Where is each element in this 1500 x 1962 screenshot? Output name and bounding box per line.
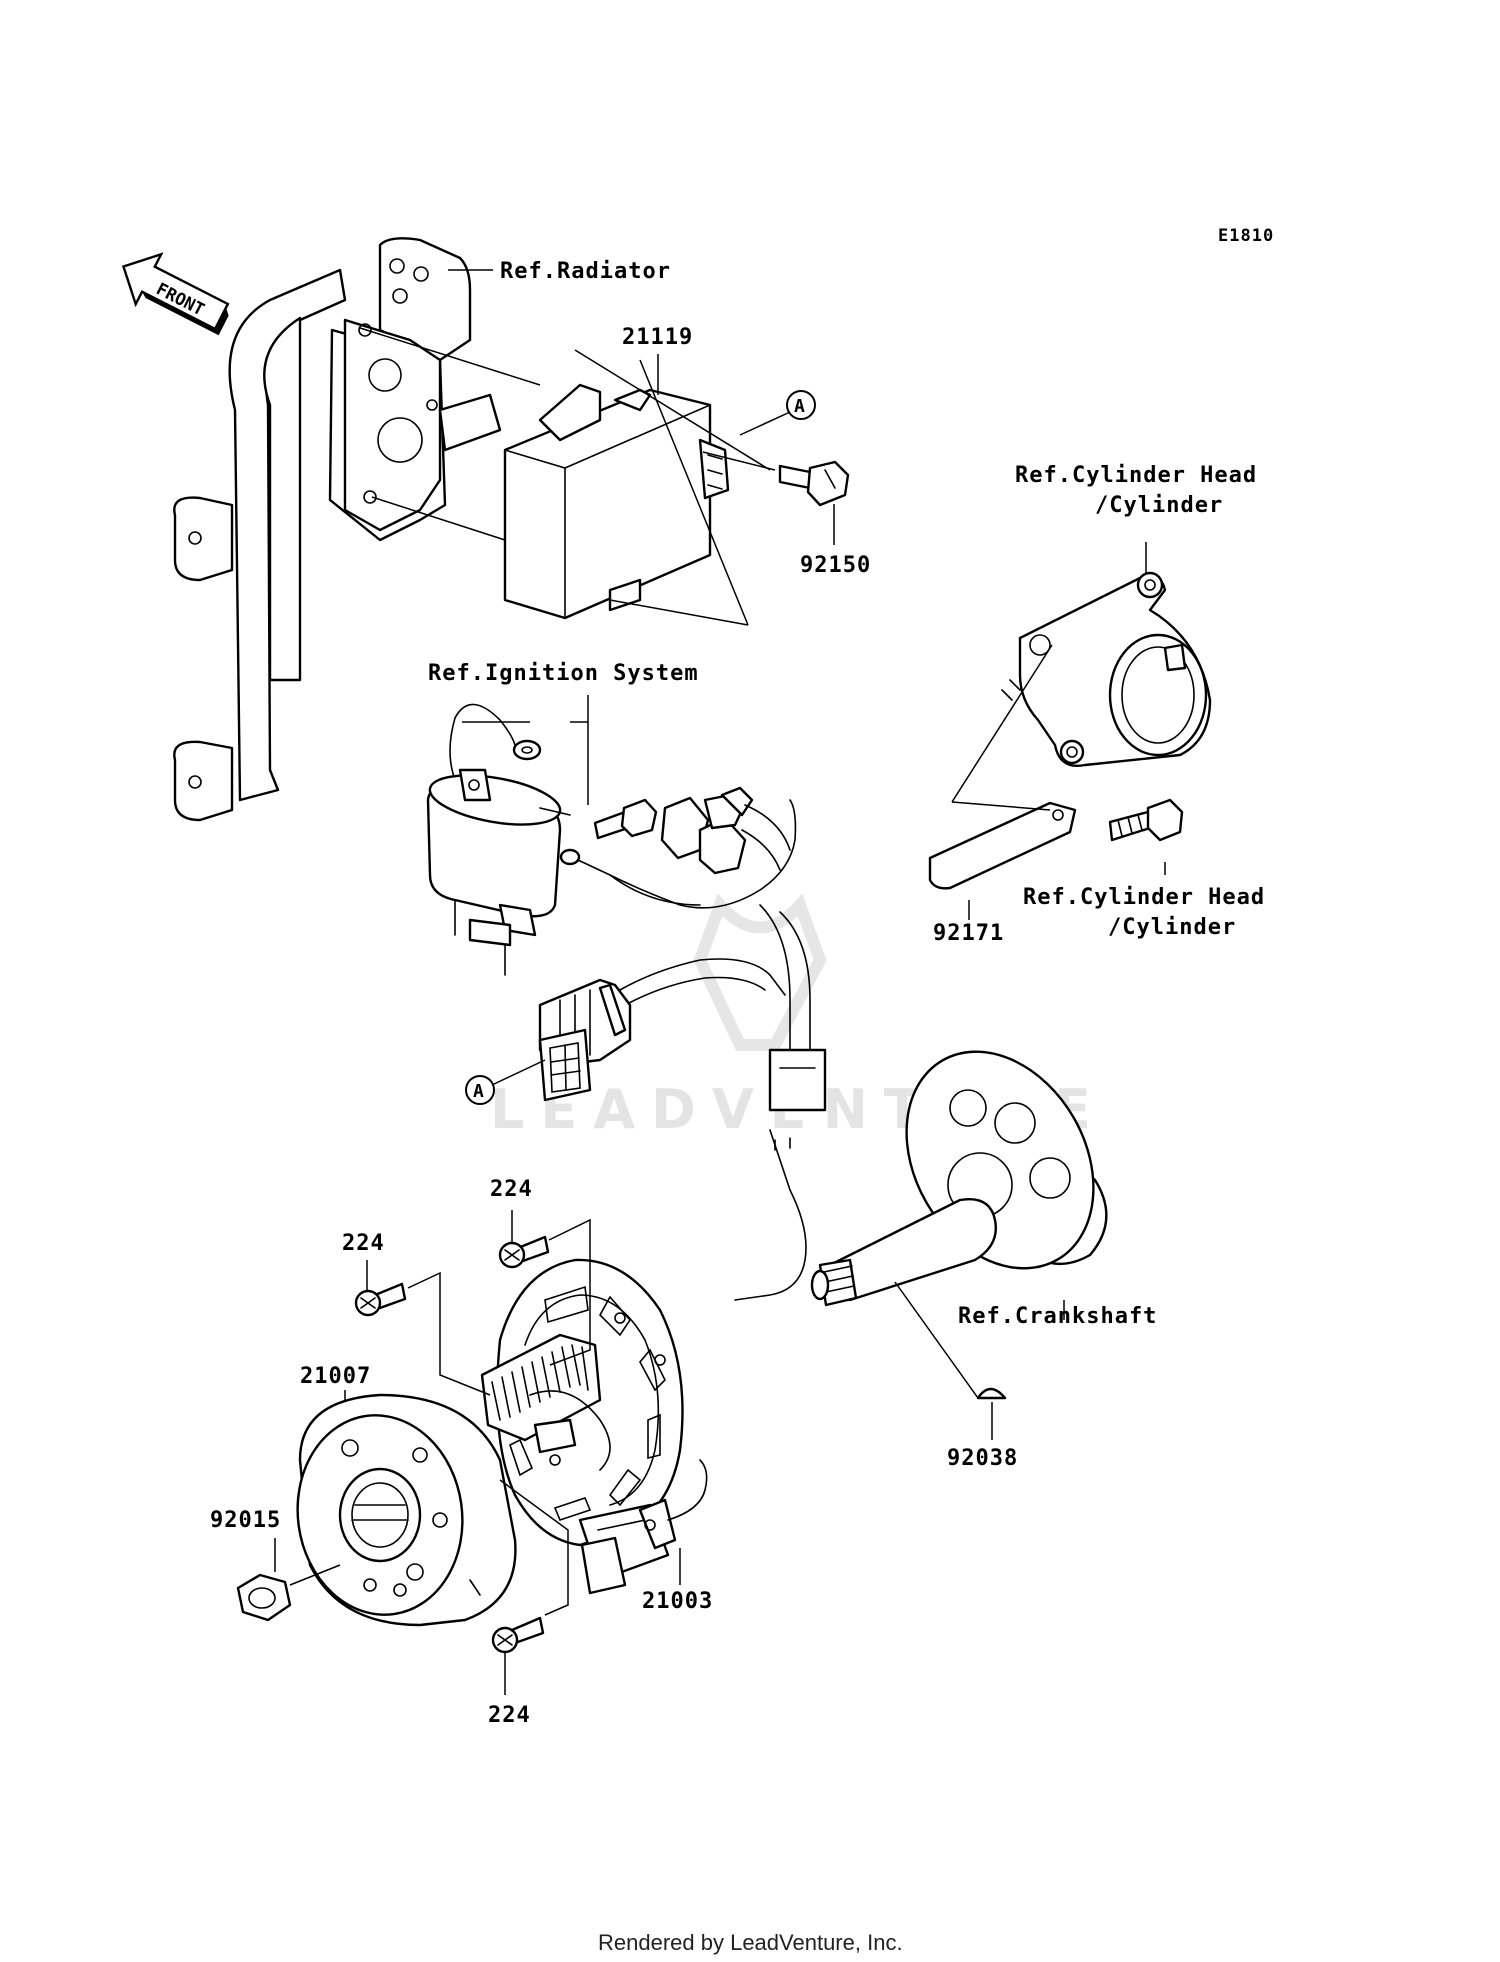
- label-224-left: 224: [342, 1231, 385, 1256]
- label-ref-cylinder-head-top-1: Ref.Cylinder Head: [1015, 463, 1257, 488]
- callout-a-upper: A: [739, 390, 816, 436]
- label-ref-ignition-system: Ref.Ignition System: [428, 661, 699, 686]
- label-ref-crankshaft: Ref.Crankshaft: [958, 1304, 1157, 1329]
- callout-a-lower-letter: A: [473, 1081, 484, 1102]
- bolt-92150-drawing: [778, 460, 850, 507]
- label-92150: 92150: [800, 553, 871, 578]
- screw-guide-lines: [407, 1218, 591, 1616]
- flywheel-rotor-drawing: [296, 1393, 517, 1627]
- label-92171: 92171: [933, 921, 1004, 946]
- diagram-code: E1810: [1218, 226, 1274, 246]
- cylinder-head-bolt-drawing: [1108, 798, 1184, 842]
- label-ref-cylinder-head-bottom-2: /Cylinder: [1108, 915, 1236, 940]
- label-ref-radiator: Ref.Radiator: [500, 259, 671, 284]
- screw-224-lower-drawing: [491, 1616, 545, 1654]
- label-ref-cylinder-head-top-2: /Cylinder: [1095, 493, 1223, 518]
- label-21003: 21003: [642, 1589, 713, 1614]
- ignition-bolt-drawing: [593, 798, 658, 840]
- cdi-unit-drawing: [503, 383, 730, 620]
- footer-credit: Rendered by LeadVenture, Inc.: [598, 1930, 903, 1955]
- callout-a-lower: A: [465, 1059, 546, 1105]
- connector-a-drawing: [538, 1028, 592, 1102]
- label-92015: 92015: [210, 1508, 281, 1533]
- ignition-coil-drawing: [426, 703, 571, 976]
- woodruff-key-92038-drawing: [976, 1387, 1007, 1400]
- callout-a-upper-letter: A: [794, 396, 805, 417]
- label-21007: 21007: [300, 1364, 371, 1389]
- plate-92171-drawing: [928, 644, 1077, 890]
- screw-224-left-drawing: [354, 1282, 407, 1317]
- radiator-bracket-drawing: [173, 237, 502, 822]
- crankshaft-drawing: [810, 1050, 1108, 1307]
- stator-connector-drawing: [578, 1459, 708, 1595]
- cylinder-head-drawing: [1001, 571, 1212, 767]
- stator-coil-drawing: [480, 1333, 611, 1471]
- front-arrow-icon: FRONT: [121, 252, 230, 336]
- assembly-lines: [359, 327, 776, 626]
- label-ref-cylinder-head-bottom-1: Ref.Cylinder Head: [1023, 885, 1265, 910]
- label-224-upper: 224: [490, 1177, 533, 1202]
- screw-224-upper-drawing: [498, 1235, 550, 1269]
- nut-92015-drawing: [236, 1564, 341, 1622]
- label-21119: 21119: [622, 325, 693, 350]
- leader-lines: [274, 269, 1166, 1695]
- label-92038: 92038: [947, 1446, 1018, 1471]
- label-224-lower: 224: [488, 1703, 531, 1728]
- part-labels: Ref.Radiator 21119 92150 Ref.Ignition Sy…: [210, 259, 1265, 1728]
